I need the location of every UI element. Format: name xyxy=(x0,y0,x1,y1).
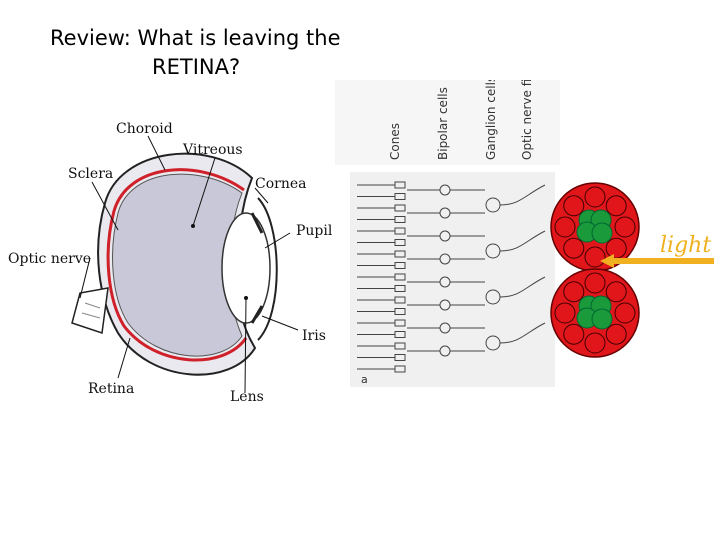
label-vitreous: Vitreous xyxy=(182,142,243,158)
label-choroid: Choroid xyxy=(116,121,173,137)
eye-diagram: Choroid Vitreous Sclera Cornea Pupil Opt… xyxy=(8,121,333,405)
arrow-head xyxy=(600,254,614,268)
retina-line xyxy=(106,168,248,362)
column-label-bipolar: Bipolar cells xyxy=(436,87,450,160)
cornea xyxy=(257,197,278,341)
column-label-ganglion: Ganglion cells xyxy=(484,80,498,160)
nerve-fibre-bundles xyxy=(550,182,640,358)
fibre-bundle-top xyxy=(550,182,640,272)
label-cornea: Cornea xyxy=(255,176,306,192)
label-sclera: Sclera xyxy=(68,166,113,182)
label-iris: Iris xyxy=(302,328,326,344)
title-line-1: Review: What is leaving the xyxy=(50,26,341,50)
slide-title: Review: What is leaving the RETINA? xyxy=(50,24,360,82)
column-label-optic-nerve: Optic nerve fibres xyxy=(520,80,534,160)
label-retina: Retina xyxy=(88,381,134,397)
title-line-2: RETINA? xyxy=(152,55,241,79)
retina-cell-rows xyxy=(357,181,546,373)
light-arrow: light xyxy=(600,233,714,268)
label-pupil: Pupil xyxy=(296,223,333,239)
light-label: light xyxy=(660,233,711,258)
label-lens: Lens xyxy=(230,389,264,405)
fibre-bundle-bottom xyxy=(550,268,640,358)
iris xyxy=(250,212,264,324)
optic-nerve xyxy=(71,287,109,334)
panel-letter: a xyxy=(361,373,368,386)
retina-cell-diagram: Cones Bipolar cells Ganglion cells Optic… xyxy=(335,80,560,387)
label-optic-nerve: Optic nerve xyxy=(8,251,91,267)
column-label-cones: Cones xyxy=(388,123,402,160)
